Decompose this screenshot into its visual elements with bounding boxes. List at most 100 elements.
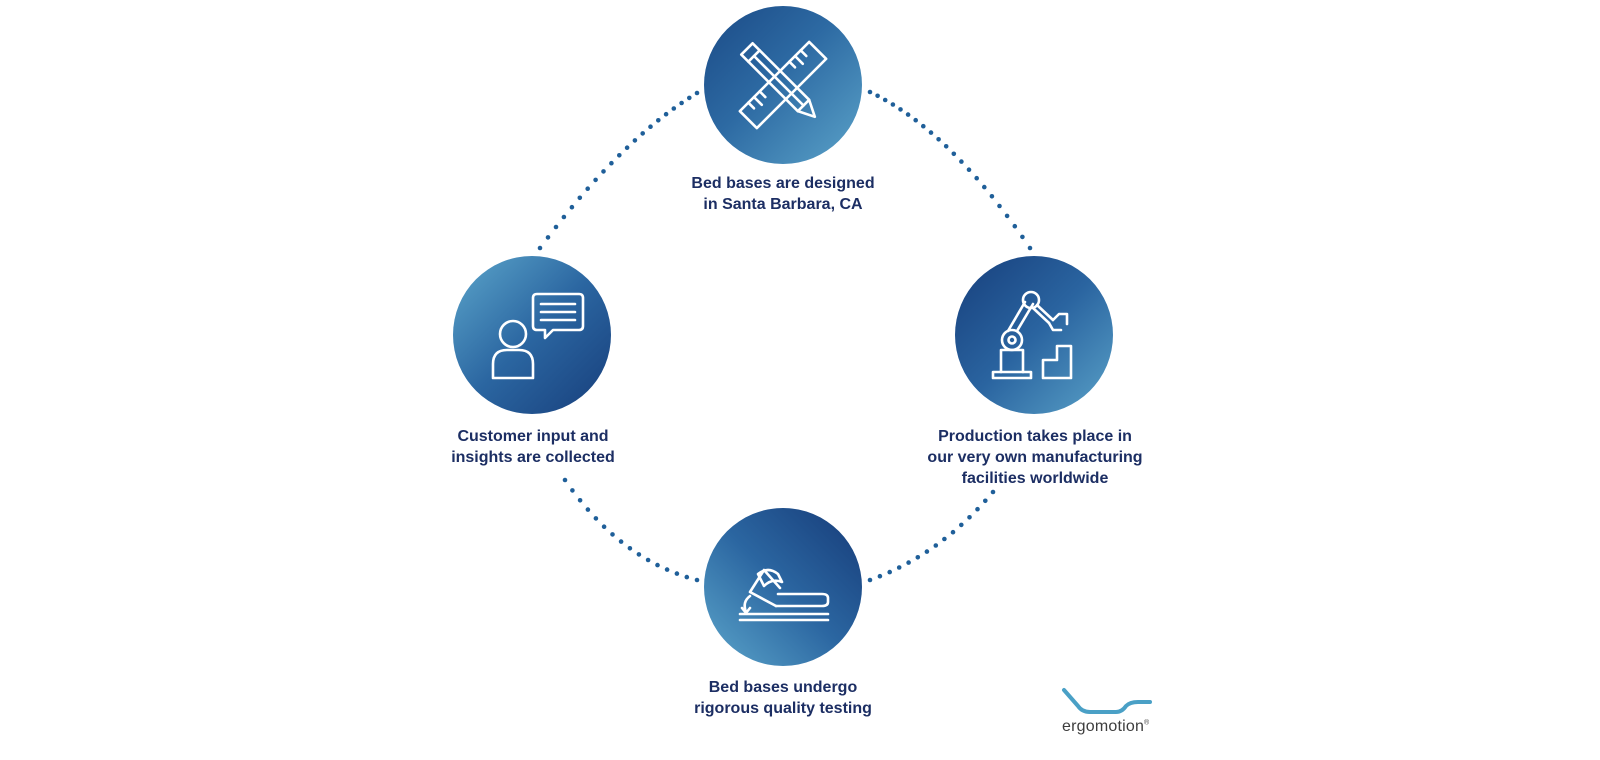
production-label-line-3: facilities worldwide	[961, 470, 1109, 487]
connector-dot	[577, 498, 583, 503]
connector-dot	[617, 153, 622, 158]
connector-dot	[694, 90, 700, 96]
connector-dot	[610, 532, 615, 537]
pencil-ruler-icon	[738, 40, 828, 130]
connector-dot	[609, 160, 614, 166]
connector-dot	[942, 536, 947, 542]
connector-dot	[674, 571, 680, 576]
connector-dot	[585, 186, 590, 191]
connector-dot	[906, 560, 911, 565]
testing-label-line-1: Bed bases undergo	[708, 679, 858, 696]
connector-dot	[671, 106, 677, 111]
feedback-label-line-2: insights are collected	[451, 449, 615, 466]
connector-dot	[882, 97, 888, 103]
testing-circle	[704, 508, 862, 666]
connector-dot	[593, 177, 598, 183]
connector-dot	[593, 516, 599, 521]
connector-dot	[577, 195, 583, 201]
connector-dot	[679, 100, 684, 106]
adjustable-bed-icon	[738, 568, 830, 622]
design-label-line-2: in Santa Barbara, CA	[703, 196, 863, 213]
connector-dot	[959, 522, 964, 528]
connector-dot	[545, 235, 551, 240]
dot-arcs	[537, 89, 1033, 583]
production-label-line-1: Production takes place in	[938, 428, 1132, 445]
connector-dot	[655, 562, 660, 568]
feedback-circle	[453, 256, 611, 414]
connector-dot	[982, 184, 987, 190]
connector-dot	[867, 577, 873, 583]
connector-dot	[905, 112, 911, 117]
connector-dot	[928, 130, 934, 135]
design-circle	[704, 6, 862, 164]
connector-dot	[562, 477, 568, 483]
connector-dot	[1027, 245, 1033, 251]
connector-dot	[983, 498, 988, 504]
design-label: Bed bases are designed in Santa Barbara,…	[650, 173, 916, 215]
connector-dot	[664, 567, 670, 572]
connector-dot	[974, 175, 979, 181]
connector-dot	[921, 123, 926, 129]
connector-dot	[585, 507, 591, 512]
ergomotion-logo-mark	[1062, 688, 1152, 714]
connector-dot	[877, 573, 883, 579]
connector-dot	[989, 194, 995, 199]
connector-dot	[997, 203, 1002, 209]
logo-registered-mark: ®	[1144, 719, 1150, 727]
connector-dot	[896, 565, 902, 570]
connector-dot	[624, 145, 630, 150]
connector-dot	[950, 529, 956, 535]
connector-dot	[663, 111, 669, 117]
feedback-label: Customer input and insights are collecte…	[400, 426, 666, 468]
connector-dot	[684, 574, 690, 580]
connector-dot	[601, 524, 607, 529]
connector-dot	[936, 137, 941, 142]
connector-dot	[687, 95, 692, 101]
production-circle	[955, 256, 1113, 414]
connector-dot	[640, 131, 645, 136]
connector-dot	[1012, 223, 1018, 229]
connector-dot	[1004, 213, 1010, 219]
connector-dot	[933, 543, 939, 548]
feedback-label-line-1: Customer input and	[457, 428, 609, 445]
connector-dot	[648, 124, 653, 129]
person-speech-bubble-icon	[491, 292, 585, 380]
connector-dot	[943, 144, 949, 149]
connector-dot	[569, 204, 575, 210]
connector-dot	[890, 102, 896, 107]
logo-name: ergomotion	[1062, 718, 1145, 735]
connector-dot	[694, 577, 700, 583]
connector-dot	[975, 506, 980, 512]
production-label-line-2: our very own manufacturing	[927, 449, 1143, 466]
connector-dot	[913, 117, 918, 123]
connector-dot	[875, 93, 880, 99]
connector-dot	[898, 107, 903, 112]
connector-dot	[656, 118, 661, 123]
robot-arm-icon	[991, 290, 1073, 380]
connector-dot	[887, 569, 892, 575]
connector-dot	[570, 488, 575, 493]
connector-dot	[553, 224, 559, 230]
connector-dot	[632, 138, 638, 143]
production-label: Production takes place in our very own m…	[900, 426, 1170, 489]
connector-dot	[924, 549, 930, 554]
connector-dot	[537, 245, 543, 251]
connector-dot	[627, 546, 633, 551]
ergomotion-wordmark: ergomotion®	[1062, 718, 1149, 736]
testing-label-line-2: rigorous quality testing	[694, 700, 872, 717]
connector-dot	[636, 552, 642, 557]
connector-dot	[966, 167, 972, 172]
connector-dot	[915, 555, 921, 560]
testing-label: Bed bases undergo rigorous quality testi…	[650, 677, 916, 719]
connector-dot	[959, 159, 964, 164]
connector-dot	[561, 214, 567, 220]
connector-dot	[645, 557, 651, 563]
connector-dot	[618, 539, 624, 544]
connector-dot	[990, 489, 996, 495]
connector-dot	[601, 169, 606, 174]
connector-dot	[967, 515, 972, 520]
connector-dot	[867, 89, 873, 95]
connector-dot	[1020, 234, 1025, 240]
